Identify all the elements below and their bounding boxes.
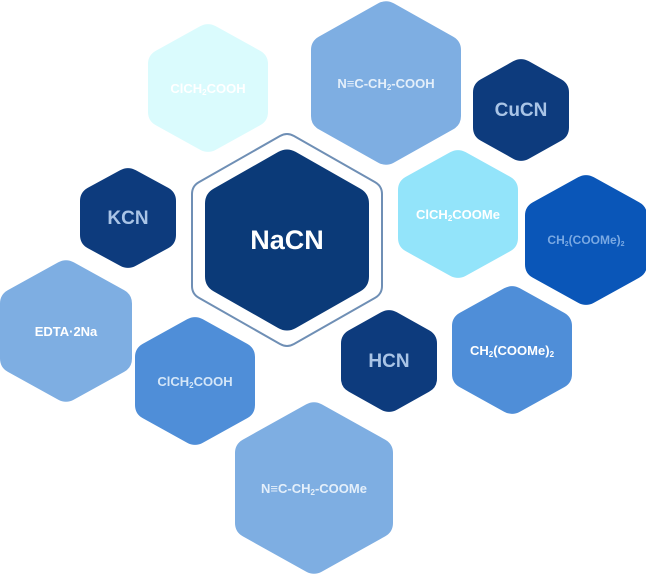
hexagon-shape — [135, 317, 255, 445]
hexagon-label: ClCH2COOH — [157, 374, 232, 390]
hexagon-hcn: HCN — [341, 310, 437, 412]
hexagon-label: CH2(COOMe)2 — [470, 343, 555, 359]
hexagon-shape — [525, 175, 646, 305]
center-hexagon-label: NaCN — [250, 225, 324, 255]
hexagon-label: ClCH2COOMe — [416, 207, 500, 223]
hexagon-shape — [398, 150, 518, 278]
hexagon-label: HCN — [368, 351, 409, 372]
hexagon-kcn: KCN — [80, 168, 176, 268]
hexagon-label: CuCN — [495, 100, 548, 121]
hexagon-label: N≡C-CH2-COOMe — [261, 481, 367, 497]
hexagon-methyl-chloroacetate: ClCH2COOMe — [398, 150, 518, 278]
hexagon-label: N≡C-CH2-COOH — [337, 76, 434, 92]
hexagon-shape — [341, 310, 437, 412]
hexagon-cucn: CuCN — [473, 59, 569, 161]
hexagon-label: KCN — [107, 208, 148, 229]
hexagon-clch2cooh-top: ClCH2COOH — [148, 24, 268, 152]
hexagon-methyl-cyanoacetate: N≡C-CH2-COOMe — [235, 402, 393, 574]
hexagon-shape — [148, 24, 268, 152]
hexagon-edta-2na: EDTA·2Na — [0, 260, 132, 402]
hexagon-label: ClCH2COOH — [170, 81, 245, 97]
hexagon-shape — [311, 1, 461, 165]
hexagon-nacn-center: NaCN — [191, 133, 383, 347]
hexagon-shape — [235, 402, 393, 574]
hexagon-shape — [0, 260, 132, 402]
hexagon-label: EDTA·2Na — [35, 324, 98, 339]
hexagon-shape — [80, 168, 176, 268]
hexagon-label: CH2(COOMe)2 — [547, 233, 624, 248]
center-hexagon-shape — [205, 149, 369, 331]
hexagon-shape — [452, 286, 572, 414]
hexagon-dimethyl-malonate-right: CH2(COOMe)2 — [525, 175, 646, 305]
hexagon-shape — [473, 59, 569, 161]
hexagon-dimethyl-malonate-lower: CH2(COOMe)2 — [452, 286, 572, 414]
hexagon-clch2cooh-bottom: ClCH2COOH — [135, 317, 255, 445]
hexagon-cyanoacetic-acid: N≡C-CH2-COOH — [311, 1, 461, 165]
